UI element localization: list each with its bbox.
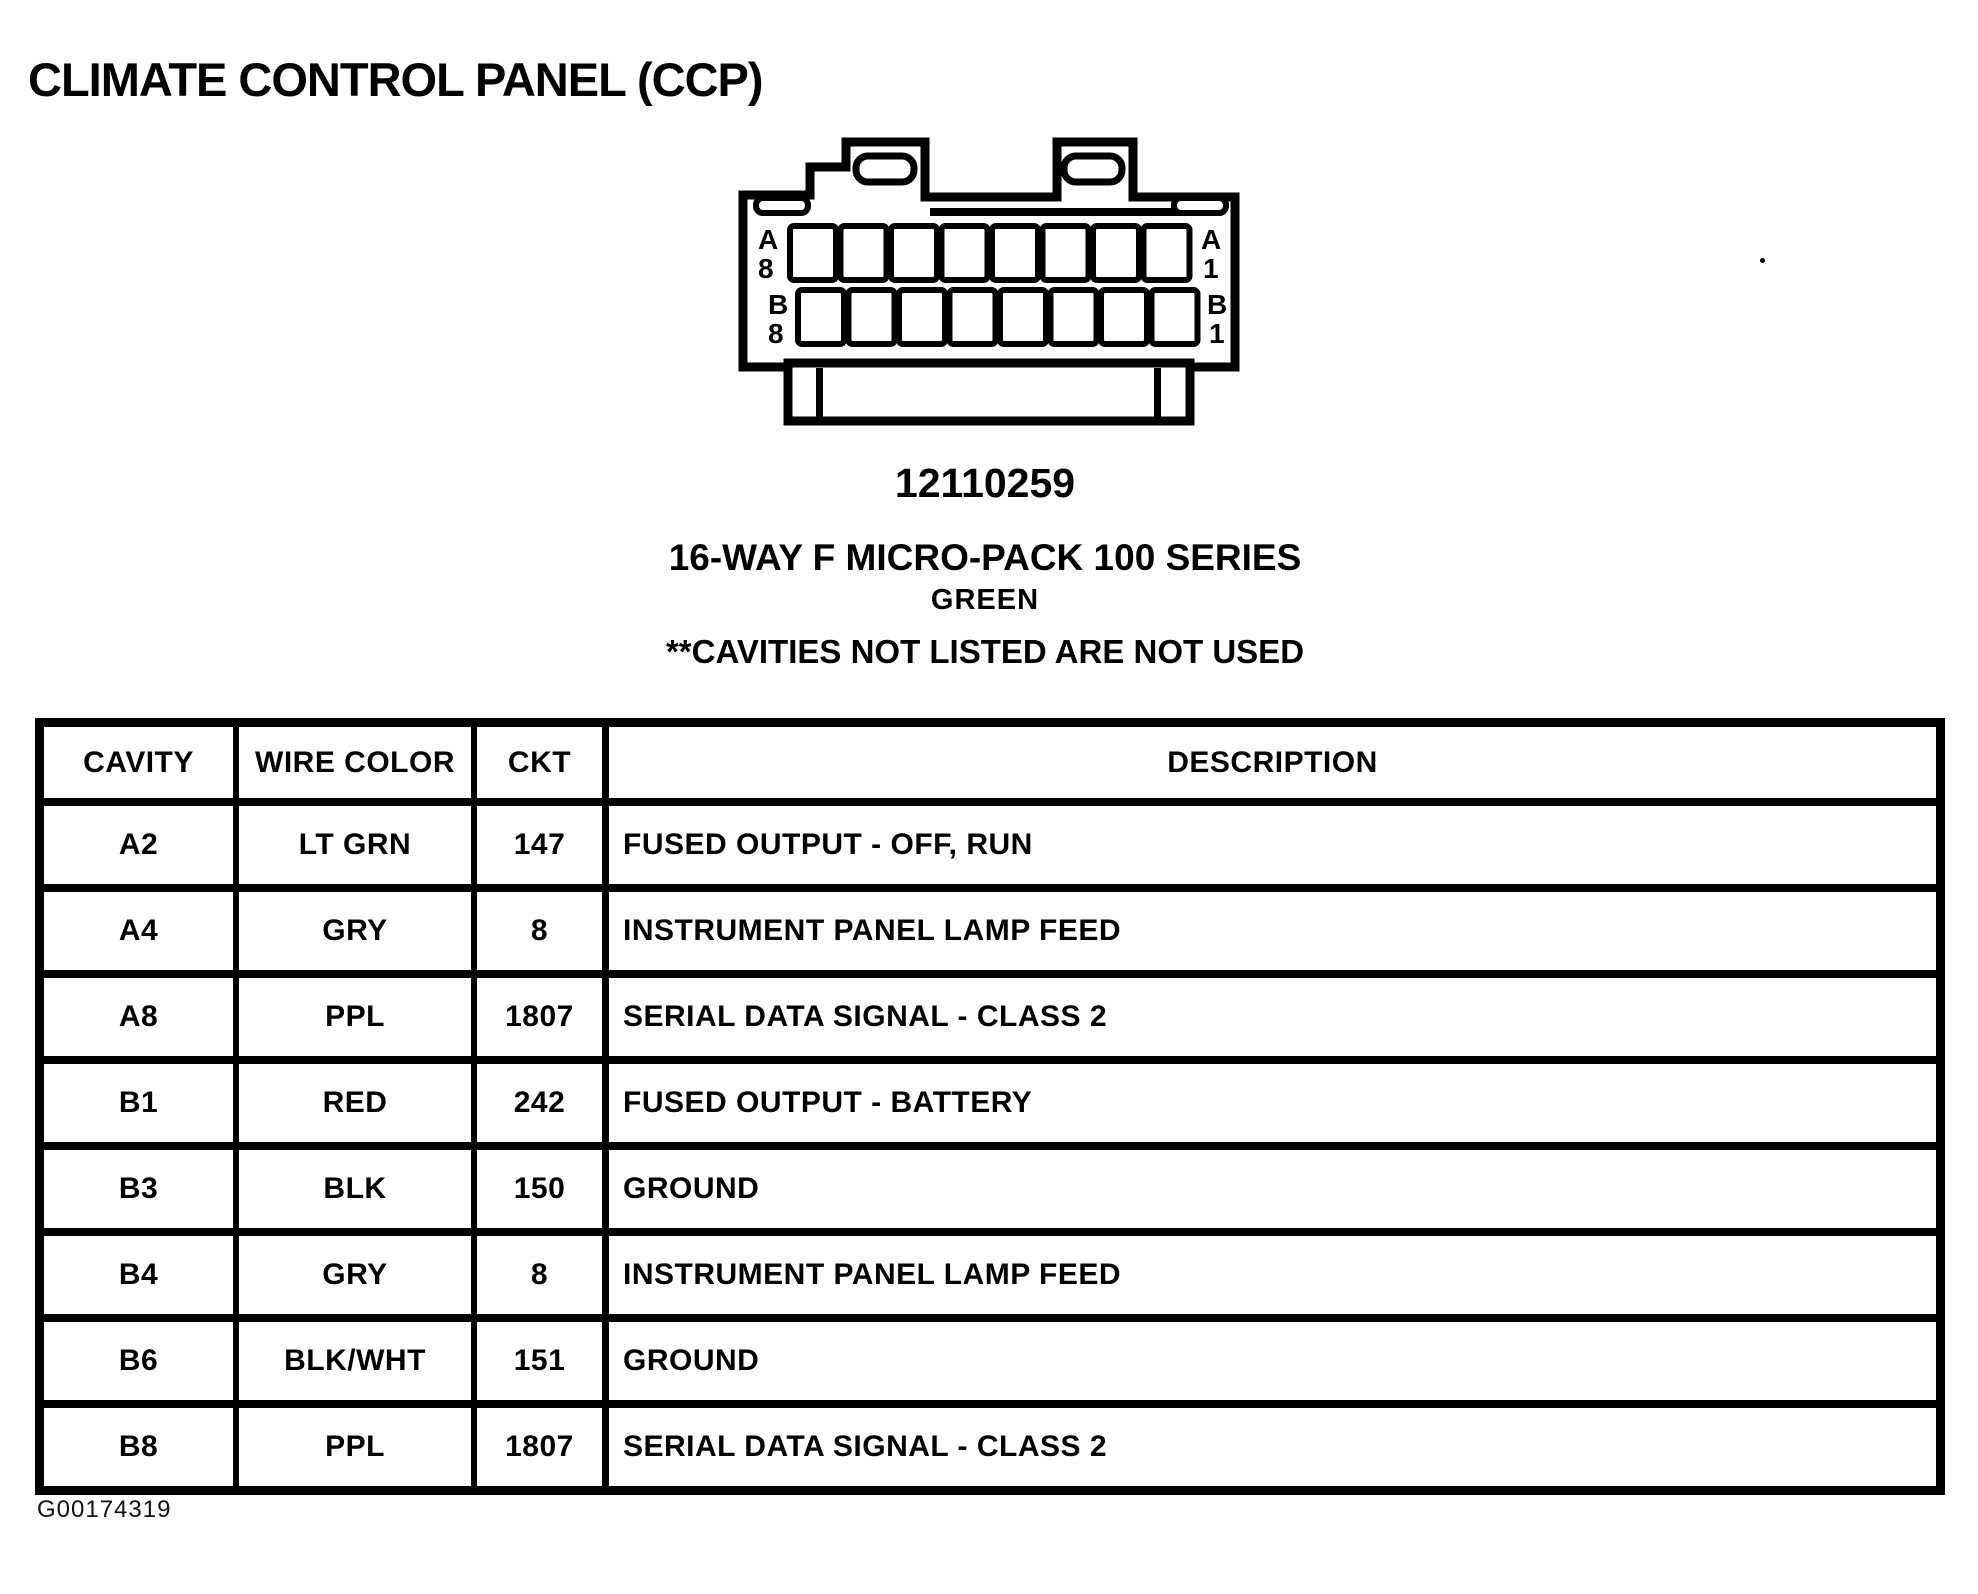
connector-top-lip: [930, 208, 1190, 216]
table-row: A8 PPL 1807 SERIAL DATA SIGNAL - CLASS 2: [44, 970, 1936, 1056]
column-header-description: DESCRIPTION: [1167, 745, 1378, 779]
pin-cell: [1140, 223, 1193, 283]
connector-bottom-bar: [783, 358, 1195, 426]
pin-cell: [1090, 223, 1142, 283]
page-title: CLIMATE CONTROL PANEL (CCP): [28, 53, 764, 106]
pin-cell: [896, 287, 948, 347]
pin-cell: [938, 223, 991, 283]
cavity-cell: B6: [44, 1322, 239, 1400]
cavity-cell: B3: [44, 1150, 239, 1228]
pin-label-a1-row: A: [1201, 224, 1221, 255]
ckt-cell: 1807: [477, 978, 609, 1056]
wire-color-cell: LT GRN: [239, 806, 477, 884]
table-row: B3 BLK 150 GROUND: [44, 1142, 1936, 1228]
pin-cell: [1098, 287, 1150, 347]
table-row: A2 LT GRN 147 FUSED OUTPUT - OFF, RUN: [44, 798, 1936, 884]
ckt-cell: 242: [477, 1064, 609, 1142]
pin-cell: [888, 223, 940, 283]
ckt-cell: 150: [477, 1150, 609, 1228]
description-cell: GROUND: [623, 1172, 760, 1205]
wire-color-cell: BLK/WHT: [239, 1322, 477, 1400]
cavity-cell: A4: [44, 892, 239, 970]
cavity-cell: B1: [44, 1064, 239, 1142]
latch-notch-left: [852, 152, 918, 186]
figure-number: G00174319: [37, 1496, 172, 1523]
table-header-row: CAVITY WIRE COLOR CKT DESCRIPTION: [44, 727, 1936, 798]
pin-cell: [997, 287, 1049, 347]
latch-notch-right: [1060, 152, 1126, 186]
ckt-cell: 8: [477, 892, 609, 970]
bottom-bar-slot-left: [816, 368, 823, 418]
column-header-wire-color: WIRE COLOR: [239, 727, 477, 798]
pin-label-a1-num: 1: [1203, 253, 1219, 284]
table-row: B1 RED 242 FUSED OUTPUT - BATTERY: [44, 1056, 1936, 1142]
table-row: A4 GRY 8 INSTRUMENT PANEL LAMP FEED: [44, 884, 1936, 970]
connector-series: 16-WAY F MICRO-PACK 100 SERIES: [668, 537, 1302, 578]
corner-slot-left: [753, 195, 811, 216]
wire-color-cell: PPL: [239, 978, 477, 1056]
ckt-cell: 8: [477, 1236, 609, 1314]
pinout-table: CAVITY WIRE COLOR CKT DESCRIPTION A2 LT …: [35, 718, 1945, 1495]
column-header-ckt: CKT: [477, 727, 609, 798]
corner-slot-right: [1171, 195, 1229, 216]
wire-color-cell: RED: [239, 1064, 477, 1142]
pin-cell: [946, 287, 999, 347]
description-cell: INSTRUMENT PANEL LAMP FEED: [623, 1258, 1122, 1291]
bottom-bar-slot-right: [1154, 368, 1161, 418]
scan-speck: [1760, 258, 1765, 263]
pin-label-b1-row: B: [1207, 289, 1227, 320]
cavity-cell: B8: [44, 1408, 239, 1486]
pin-cell: [795, 287, 847, 347]
pin-cell: [989, 223, 1041, 283]
description-cell: SERIAL DATA SIGNAL - CLASS 2: [623, 1430, 1108, 1463]
description-cell: FUSED OUTPUT - BATTERY: [623, 1086, 1033, 1119]
pin-label-a8-num: 8: [758, 253, 774, 284]
description-cell: SERIAL DATA SIGNAL - CLASS 2: [623, 1000, 1108, 1033]
ckt-cell: 151: [477, 1322, 609, 1400]
table-row: B4 GRY 8 INSTRUMENT PANEL LAMP FEED: [44, 1228, 1936, 1314]
pin-cell: [837, 223, 890, 283]
pin-label-b8-row: B: [768, 289, 788, 320]
pin-cell: [845, 287, 898, 347]
table-row: B6 BLK/WHT 151 GROUND: [44, 1314, 1936, 1400]
description-cell: FUSED OUTPUT - OFF, RUN: [623, 828, 1033, 861]
cavity-cell: A2: [44, 806, 239, 884]
pin-row-a: [787, 223, 1193, 283]
cavity-cell: B4: [44, 1236, 239, 1314]
ckt-cell: 1807: [477, 1408, 609, 1486]
table-row: B8 PPL 1807 SERIAL DATA SIGNAL - CLASS 2: [44, 1400, 1936, 1486]
wire-color-cell: BLK: [239, 1150, 477, 1228]
pin-cell: [787, 223, 839, 283]
pin-cell: [1047, 287, 1100, 347]
pin-label-b1-num: 1: [1209, 318, 1225, 349]
pin-label-b8-num: 8: [768, 318, 784, 349]
ckt-cell: 147: [477, 806, 609, 884]
wire-color-cell: PPL: [239, 1408, 477, 1486]
pin-cell: [1039, 223, 1092, 283]
connector-color: GREEN: [930, 584, 1040, 616]
wire-color-cell: GRY: [239, 1236, 477, 1314]
connector-diagram: A 8 A 1 B 8 B 1: [738, 137, 1240, 426]
description-cell: INSTRUMENT PANEL LAMP FEED: [623, 914, 1122, 947]
wire-color-cell: GRY: [239, 892, 477, 970]
cavity-note: **CAVITIES NOT LISTED ARE NOT USED: [665, 633, 1305, 670]
pin-row-b: [795, 287, 1201, 347]
description-cell: GROUND: [623, 1344, 760, 1377]
connector-part-number: 12110259: [894, 460, 1076, 506]
pin-label-a8-row: A: [758, 224, 778, 255]
column-header-cavity: CAVITY: [44, 727, 239, 798]
cavity-cell: A8: [44, 978, 239, 1056]
pin-cell: [1148, 287, 1201, 347]
